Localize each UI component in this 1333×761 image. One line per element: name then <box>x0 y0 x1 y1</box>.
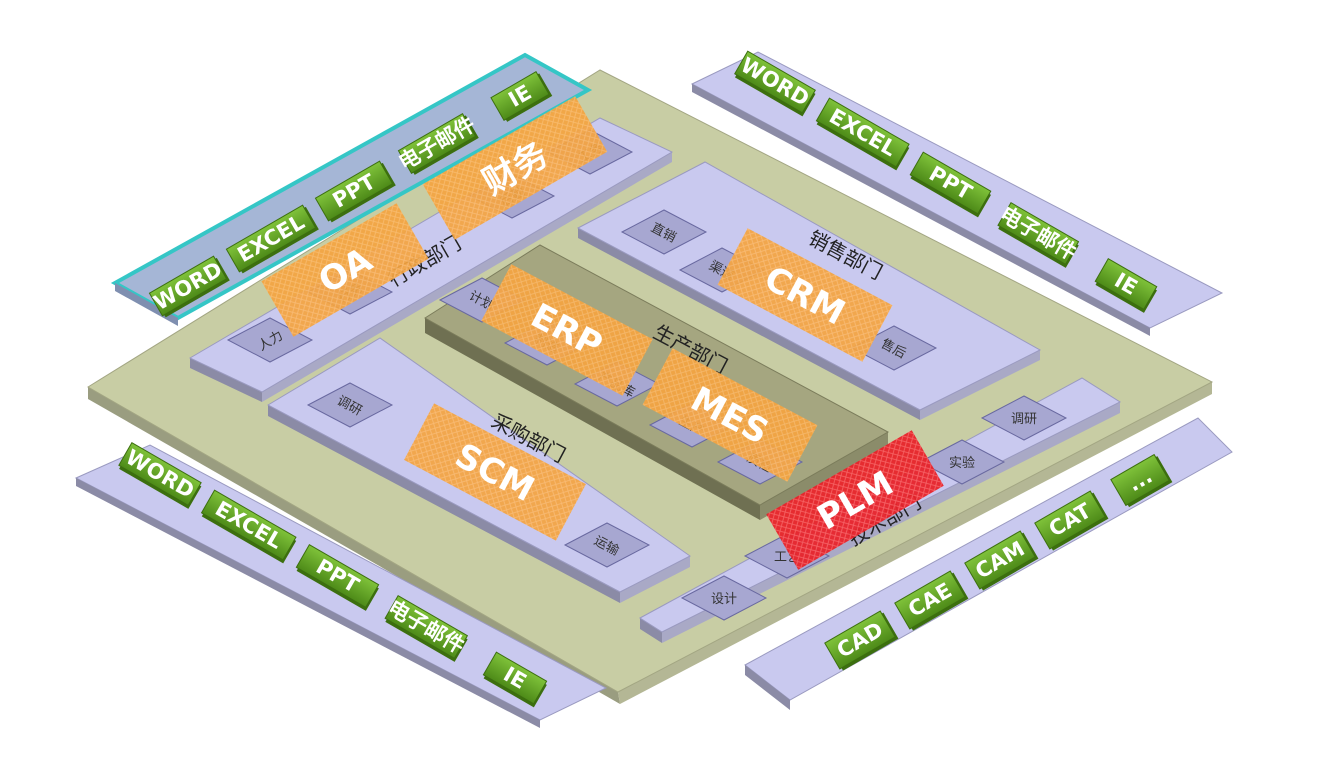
tech-cell-research-label: 调研 <box>1011 412 1037 427</box>
toolbar-bottom-right-buttons: CADCAECAMCAT... <box>824 453 1173 671</box>
sales-cell-direct: 直销 <box>620 209 708 255</box>
tech-cell-experiment: 实验 <box>918 439 1006 485</box>
tool-button-bottom-right-2: CAM <box>964 530 1039 591</box>
tech-cell-research: 调研 <box>980 395 1068 441</box>
tool-button-bottom-right-0: CAD <box>824 610 899 671</box>
tech-cell-design: 设计 <box>680 575 768 621</box>
tool-button-bottom-right-1: CAE <box>894 570 969 631</box>
tech-cell-design-label: 设计 <box>711 592 737 607</box>
system-oa: OA <box>261 203 429 337</box>
system-crm: CRM <box>717 228 893 362</box>
tool-button-bottom-right-4: ... <box>1110 453 1173 508</box>
tool-button-bottom-left-4: IE <box>482 651 548 708</box>
tool-button-top-left-4: IE <box>490 71 553 122</box>
tech-cell-experiment-label: 实验 <box>949 455 975 471</box>
purchase-cell-transport: 运输 <box>563 522 651 568</box>
tool-button-top-right-4: IE <box>1094 258 1158 313</box>
tool-button-bottom-left-2: PPT <box>295 544 380 611</box>
purchase-cell-research: 调研 <box>306 382 394 428</box>
